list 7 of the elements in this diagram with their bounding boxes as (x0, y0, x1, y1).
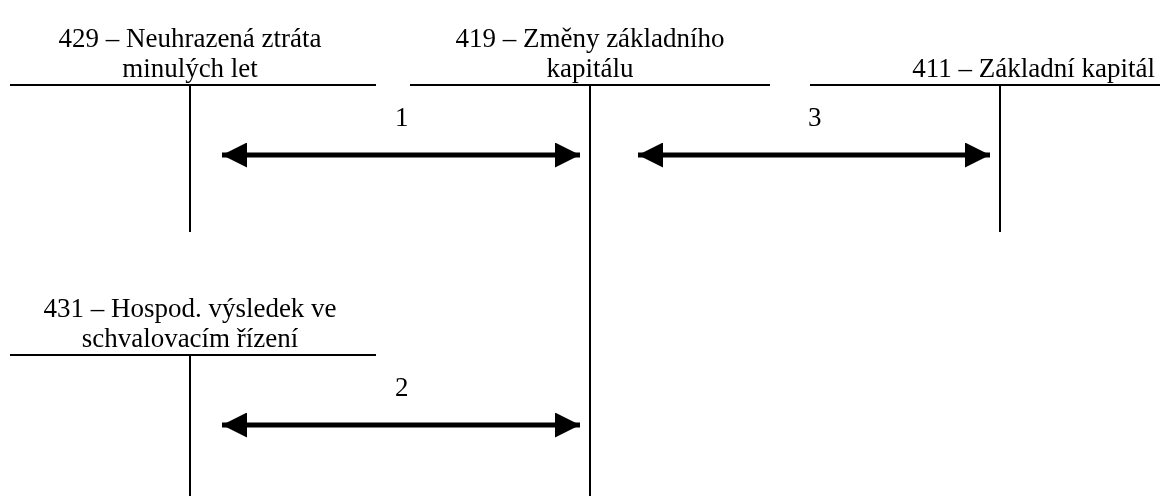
double-arrow (222, 142, 580, 168)
account-title: 419 – Změny základního kapitálu (454, 23, 726, 83)
double-arrow (222, 412, 580, 438)
double-arrow (638, 142, 990, 168)
account-title: 429 – Neuhrazená ztráta minulých let (57, 23, 323, 83)
account-title: 431 – Hospod. výsledek ve schvalovacím řízení (42, 293, 338, 353)
account-title: 411 – Základní kapitál (911, 53, 1155, 83)
